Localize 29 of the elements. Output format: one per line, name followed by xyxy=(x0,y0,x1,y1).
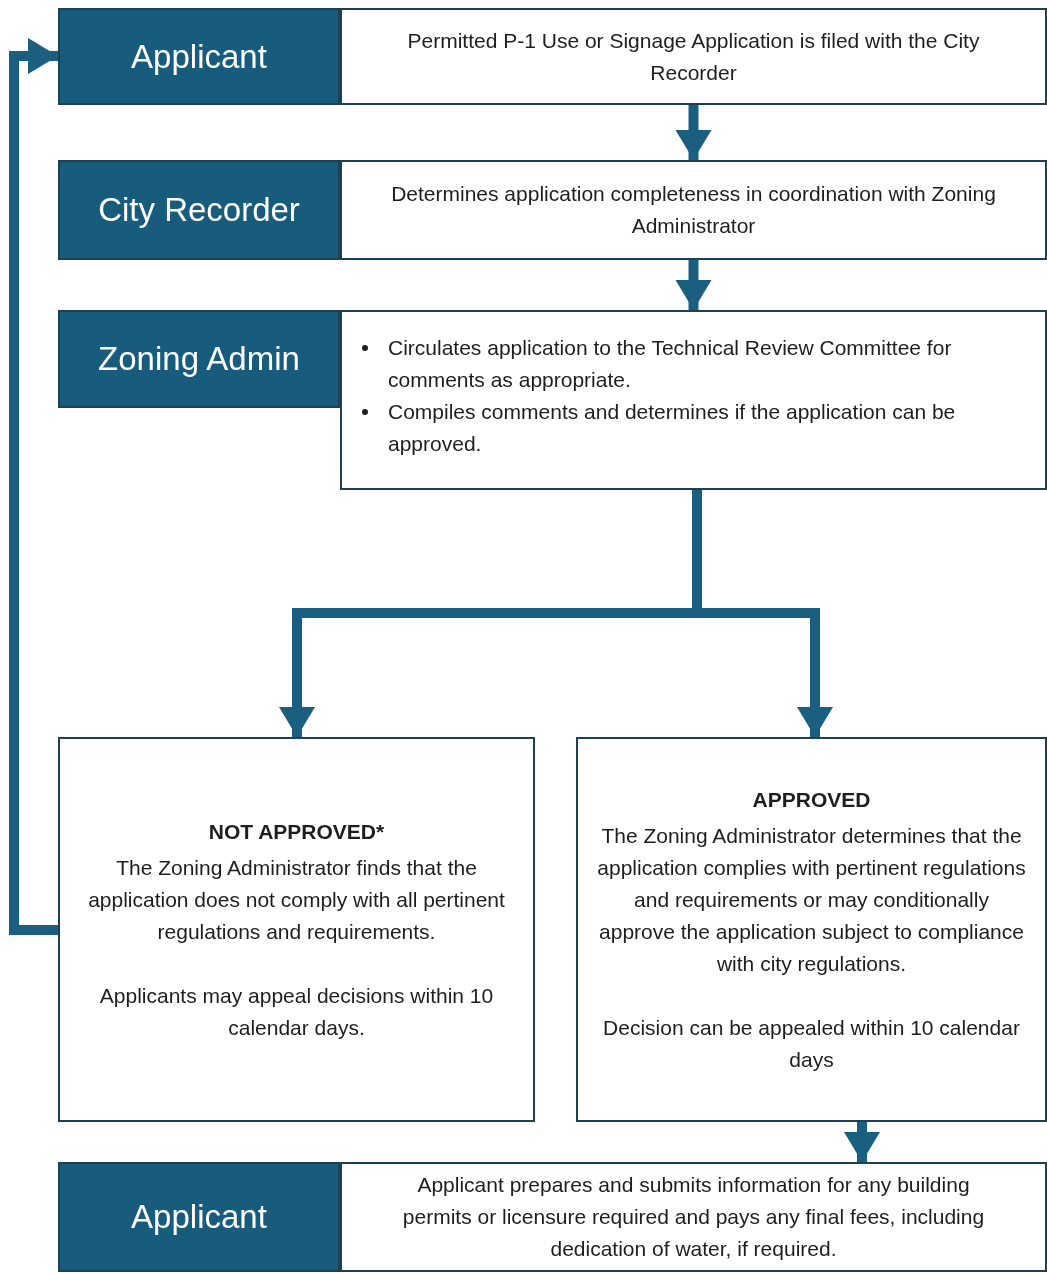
step-text: Determines application completeness in coordination with Zoning Administrator xyxy=(390,181,997,239)
step-text: Permitted P-1 Use or Signage Application is filed with the City Recorder xyxy=(406,27,981,86)
decision-text: Applicants may appeal decisions within 10 calendar days. xyxy=(98,982,495,1041)
decision-text: Decision can be appealed within 10 calendar days xyxy=(602,1014,1021,1073)
decision-heading: NOT APPROVED* xyxy=(208,818,385,845)
arrow xyxy=(675,105,712,160)
role-label: City Recorder xyxy=(98,190,300,231)
arrow xyxy=(9,38,58,935)
role-label: Zoning Admin xyxy=(98,339,300,380)
step-box xyxy=(340,160,1047,260)
decision-text: The Zoning Administrator determines that the application complies with pertinent regulations and requirements or may conditionally approve the application subject to compliance with city regulations. xyxy=(596,822,1027,977)
step-text: Applicant prepares and submits information for any building permits or licensure required and pays any final fees, including dedication of water, if required. xyxy=(401,1172,986,1262)
role-box xyxy=(58,8,340,105)
decision-text: The Zoning Administrator finds that the application does not comply with all pertinent regulations and requirements. xyxy=(87,854,506,945)
role-box xyxy=(58,310,340,408)
arrow xyxy=(675,260,712,310)
role-box xyxy=(58,160,340,260)
step-box xyxy=(340,1162,1047,1272)
arrow xyxy=(844,1122,880,1162)
role-label: Applicant xyxy=(131,1197,267,1238)
decision-heading: APPROVED xyxy=(752,786,871,813)
step-box xyxy=(340,310,1047,490)
role-box xyxy=(58,1162,340,1272)
bullet-text: Circulates application to the Technical Review Committee for comments as appropriate. xyxy=(388,335,953,393)
bullet-text: Compiles comments and determines if the application can be approved. xyxy=(388,399,957,457)
role-label: Applicant xyxy=(131,36,267,77)
decision-box xyxy=(58,737,535,1122)
decision-box xyxy=(576,737,1047,1122)
step-box xyxy=(340,8,1047,105)
